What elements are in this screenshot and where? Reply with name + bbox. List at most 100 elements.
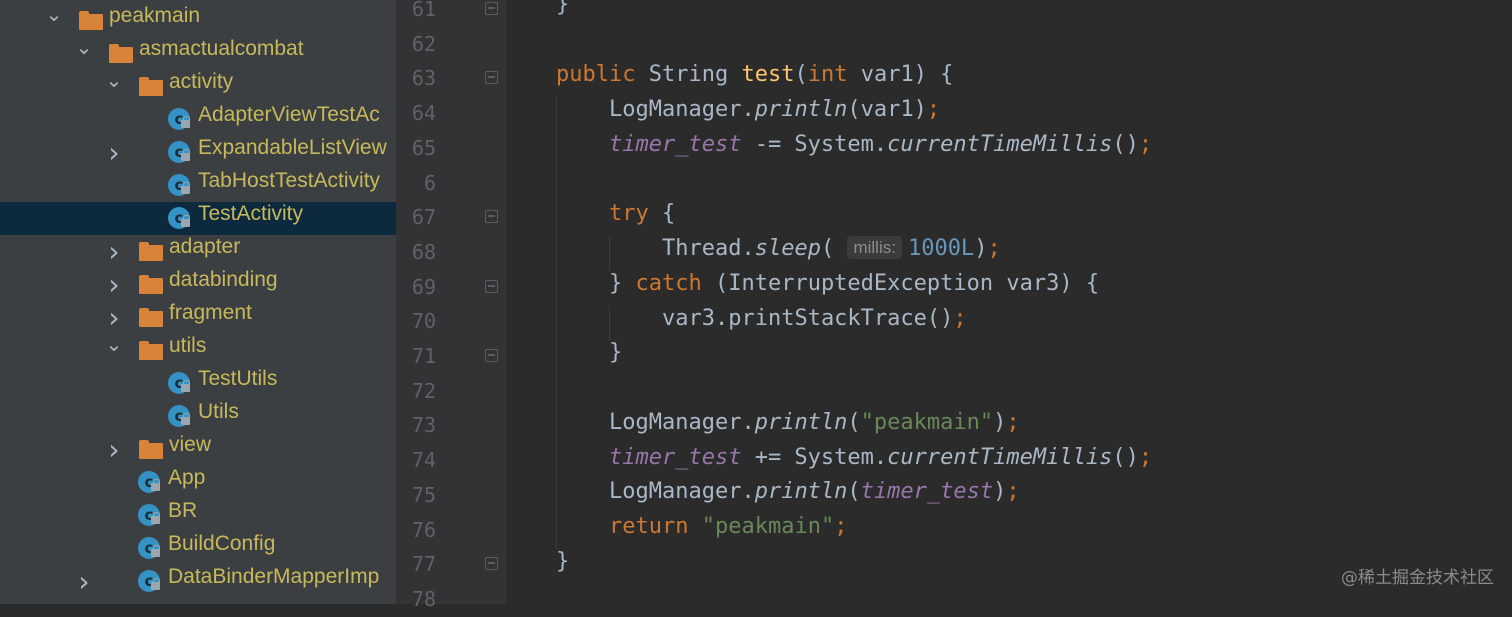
line-number: 73 — [411, 413, 436, 438]
class-icon: c — [138, 471, 160, 493]
line-number: 62 — [411, 31, 436, 56]
line-number: 78 — [411, 586, 436, 611]
code-line-71: } — [609, 340, 623, 365]
tree-item-label: AdapterViewTestAc — [198, 103, 380, 126]
class-icon: c — [138, 537, 160, 559]
tree-item-label: peakmain — [109, 4, 201, 27]
chevron-down-icon[interactable]: ⌄ — [105, 332, 123, 356]
code-line-75: LogManager.println(timer_test); — [609, 479, 1020, 504]
tree-item-label: Utils — [198, 400, 239, 423]
folder-icon — [79, 11, 103, 30]
tree-item[interactable]: › c DataBinderMapperImp — [0, 565, 396, 598]
tree-item-label: TestActivity — [198, 202, 304, 225]
code-line-67: try { — [609, 201, 676, 226]
tree-item[interactable]: ⌄ activity — [0, 68, 396, 103]
class-icon: c — [138, 504, 160, 526]
code-line-69: } catch (InterruptedException var3) { — [609, 271, 1100, 296]
tree-item[interactable]: c AdapterViewTestAc — [0, 103, 396, 136]
chevron-right-icon[interactable]: › — [108, 136, 120, 169]
code-line-61: } — [556, 0, 570, 17]
line-number: 70 — [411, 309, 436, 334]
fold-marker-icon[interactable] — [484, 210, 500, 226]
fold-marker-icon[interactable] — [484, 557, 500, 573]
chevron-down-icon[interactable]: ⌄ — [45, 2, 63, 26]
tree-item-label: fragment — [169, 301, 252, 324]
code-editor[interactable] — [506, 0, 1512, 604]
tree-item[interactable]: c App — [0, 466, 396, 499]
tree-item-label: asmactualcombat — [139, 37, 304, 60]
tree-item-label: view — [169, 433, 212, 456]
code-line-63: public String test(int var1) { — [556, 62, 954, 87]
tree-item[interactable]: c TestUtils — [0, 367, 396, 400]
line-number: 76 — [411, 517, 436, 542]
line-number: 6 — [423, 170, 436, 195]
code-line-73: LogManager.println("peakmain"); — [609, 410, 1020, 435]
fold-marker-icon[interactable] — [484, 279, 500, 296]
indent-guide — [556, 97, 557, 549]
tree-item-label: TestUtils — [198, 367, 278, 390]
tree-item-label: adapter — [169, 235, 241, 258]
keyword: public — [556, 62, 636, 87]
method-name: test — [741, 62, 795, 87]
class-icon: c — [168, 174, 190, 196]
tree-item-label: activity — [169, 70, 234, 93]
tree-item[interactable]: ⌄ peakmain — [0, 2, 396, 37]
folder-icon — [139, 341, 163, 360]
chevron-down-icon[interactable]: ⌄ — [75, 35, 93, 59]
tree-item-label: utils — [169, 334, 207, 357]
code-line-70: var3.printStackTrace(); — [662, 306, 967, 331]
line-number: 61 — [411, 0, 436, 21]
fold-marker-icon[interactable] — [484, 71, 500, 87]
line-number: 63 — [411, 66, 436, 91]
fold-marker-icon[interactable] — [484, 2, 500, 18]
fold-marker-icon[interactable] — [484, 349, 500, 365]
tree-item[interactable]: › c ExpandableListView — [0, 136, 396, 169]
chevron-right-icon[interactable]: › — [108, 235, 120, 268]
tree-item[interactable]: c TabHostTestActivity — [0, 169, 396, 202]
tree-item[interactable]: ⌄ asmactualcombat — [0, 35, 396, 70]
tree-item[interactable]: › databinding — [0, 268, 396, 301]
line-number: 68 — [411, 239, 436, 264]
tree-item-label: ExpandableListView — [198, 136, 387, 159]
class-icon: c — [138, 570, 160, 592]
tree-item-label: databinding — [169, 268, 278, 291]
code-line-68: Thread.sleep( millis:1000L); — [662, 236, 1001, 261]
line-number: 67 — [411, 205, 436, 230]
tree-item-label: App — [168, 466, 206, 489]
chevron-right-icon[interactable]: › — [108, 268, 120, 301]
watermark: @稀土掘金技术社区 — [1341, 568, 1494, 588]
class-icon: c — [168, 108, 190, 130]
tree-item[interactable]: ⌄ utils — [0, 332, 396, 367]
chevron-right-icon[interactable]: › — [78, 565, 90, 598]
folder-icon — [109, 44, 133, 63]
line-number: 71 — [411, 344, 436, 368]
class-icon: c — [168, 141, 190, 163]
chevron-right-icon[interactable]: › — [108, 433, 120, 466]
indent-guide — [609, 306, 610, 341]
line-number: 77 — [411, 552, 436, 577]
indent-guide — [609, 236, 610, 271]
chevron-down-icon[interactable]: ⌄ — [105, 68, 123, 92]
chevron-right-icon[interactable]: › — [108, 301, 120, 334]
tree-item-label: DataBinderMapperImp — [168, 565, 380, 588]
tree-item[interactable]: › fragment — [0, 301, 396, 334]
editor-gutter — [396, 0, 506, 604]
class-icon: c — [168, 372, 190, 394]
folder-icon — [139, 308, 163, 327]
code-line-64: LogManager.println(var1); — [609, 97, 941, 122]
folder-icon — [139, 242, 163, 261]
tree-item[interactable]: › view — [0, 433, 396, 466]
line-number: 75 — [411, 482, 436, 507]
line-number: 65 — [411, 135, 436, 160]
parameter-hint: millis: — [847, 236, 902, 259]
tree-item-label: TabHostTestActivity — [198, 169, 387, 202]
line-number: 74 — [411, 448, 436, 473]
folder-icon — [139, 440, 163, 459]
line-number: 69 — [411, 274, 436, 299]
tree-item[interactable]: › adapter — [0, 235, 396, 268]
folder-icon — [139, 275, 163, 294]
